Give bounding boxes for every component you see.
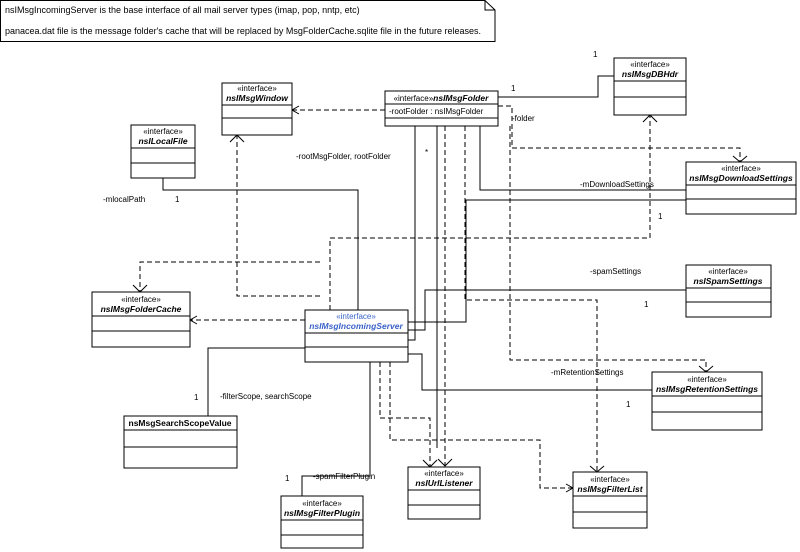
dbhdr-multiplicity: 1 bbox=[593, 50, 598, 59]
mlocal-path-multiplicity: 1 bbox=[175, 195, 180, 204]
class-name-text: nsIMsgFolder bbox=[433, 93, 489, 103]
stereotype-label: «interface» bbox=[721, 164, 761, 173]
class-name: nsISpamSettings bbox=[694, 276, 763, 286]
filter-scope-multiplicity: 1 bbox=[194, 393, 199, 402]
class-nsimsgfilterplugin: «interface» nsIMsgFilterPlugin bbox=[280, 495, 364, 549]
spam-settings-label: -spamSettings bbox=[590, 267, 641, 276]
stereotype-label: «interface» bbox=[687, 375, 727, 384]
stereotype-label: «interface» bbox=[336, 312, 376, 321]
stereotype-label: «interface» bbox=[590, 475, 630, 484]
class-nsimsgretentionsettings: «interface» nsIMsgRetentionSettings bbox=[651, 371, 763, 431]
stereotype-label: «interface» bbox=[424, 469, 464, 478]
class-attribute: -rootFolder : nsIMsgFolder bbox=[389, 107, 484, 116]
class-name: nsMsgSearchScopeValue bbox=[129, 418, 232, 428]
class-nsmsgsearchscopevalue: nsMsgSearchScopeValue bbox=[123, 415, 238, 469]
class-nsimsgdownloadsettings: «interface» nsIMsgDownloadSettings bbox=[685, 161, 797, 215]
class-name: nsILocalFile bbox=[138, 136, 187, 146]
note-line-1: nsIMsgIncomingServer is the base interfa… bbox=[5, 5, 360, 15]
folder-multiplicity: 1 bbox=[511, 84, 516, 93]
class-name: nsIMsgWindow bbox=[226, 93, 289, 103]
association-labels: 1 1 -folder -rootMsgFolder, rootFolder *… bbox=[103, 50, 663, 483]
download-settings-multiplicity: 1 bbox=[658, 212, 663, 221]
star-multiplicity: * bbox=[425, 148, 428, 157]
class-name: nsIUrlListener bbox=[415, 478, 473, 488]
retention-settings-label: -mRetentionSettings bbox=[551, 368, 623, 377]
download-settings-label: -mDownloadSettings bbox=[580, 180, 654, 189]
class-nsimsgfolder: «interface»nsIMsgFolder -rootFolder : ns… bbox=[384, 90, 499, 127]
stereotype-label: «interface» bbox=[121, 295, 161, 304]
stereotype-label: «interface» bbox=[237, 84, 277, 93]
spam-filter-plugin-multiplicity: 1 bbox=[285, 474, 290, 483]
root-msg-folder-label: -rootMsgFolder, rootFolder bbox=[296, 152, 391, 161]
stereotype-label: «interface» bbox=[143, 127, 183, 136]
folder-label: -folder bbox=[512, 114, 535, 123]
class-name: nsIMsgFolderCache bbox=[101, 304, 182, 314]
spam-settings-multiplicity: 1 bbox=[644, 300, 649, 309]
class-name: nsIMsgFilterPlugin bbox=[284, 508, 360, 518]
class-nsispamsettings: «interface» nsISpamSettings bbox=[685, 264, 772, 318]
note: nsIMsgIncomingServer is the base interfa… bbox=[0, 0, 496, 42]
filter-scope-label: -filterScope, searchScope bbox=[220, 392, 312, 401]
class-nsimsgdbhdr: «interface» nsIMsgDBHdr bbox=[613, 57, 687, 116]
stereotype-label: «interface» bbox=[394, 94, 434, 103]
stereotype-label: «interface» bbox=[302, 499, 342, 508]
class-name: «interface»nsIMsgFolder bbox=[394, 93, 490, 103]
note-line-2: panacea.dat file is the message folder's… bbox=[5, 26, 481, 36]
class-nsiurllistener: «interface» nsIUrlListener bbox=[407, 466, 481, 520]
class-nsimsgfoldercache: «interface» nsIMsgFolderCache bbox=[91, 291, 191, 348]
class-name: nsIMsgFilterList bbox=[577, 484, 643, 494]
class-name: nsIMsgIncomingServer bbox=[309, 321, 403, 331]
class-name: nsIMsgDownloadSettings bbox=[689, 173, 793, 183]
retention-settings-multiplicity: 1 bbox=[626, 400, 631, 409]
class-nsimsgfilterlist: «interface» nsIMsgFilterList bbox=[572, 471, 648, 529]
class-name: nsIMsgRetentionSettings bbox=[656, 384, 758, 394]
class-name: nsIMsgDBHdr bbox=[622, 69, 679, 79]
connectors bbox=[132, 75, 748, 496]
class-nsimsgincomingserver: «interface» nsIMsgIncomingServer bbox=[304, 309, 409, 363]
class-nsimsgwindow: «interface» nsIMsgWindow bbox=[221, 82, 293, 136]
class-nsilocalfile: «interface» nsILocalFile bbox=[130, 124, 196, 179]
stereotype-label: «interface» bbox=[630, 60, 670, 69]
stereotype-label: «interface» bbox=[708, 267, 748, 276]
mlocal-path-label: -mlocalPath bbox=[103, 195, 145, 204]
spam-filter-plugin-label: -spamFilterPlugin bbox=[313, 472, 375, 481]
